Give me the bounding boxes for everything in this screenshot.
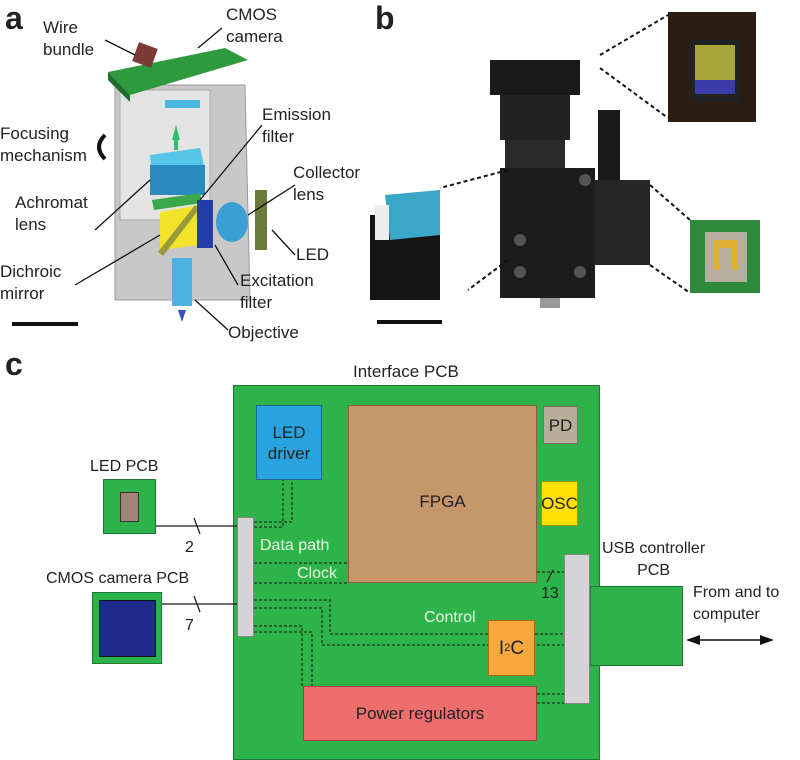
usb-connector xyxy=(564,554,590,704)
bus-width-cmos: 7 xyxy=(185,617,194,634)
excitation-filter xyxy=(197,200,213,248)
cmos-camera-pcb-label: CMOS camera PCB xyxy=(46,570,190,587)
led-pcb-board xyxy=(103,479,156,534)
led-board-photo xyxy=(690,220,760,293)
collector-lens xyxy=(216,202,248,242)
left-connector xyxy=(237,517,254,637)
achromat-lens xyxy=(150,165,205,195)
emission-filter xyxy=(152,193,202,210)
cmos-camera-board xyxy=(108,48,248,95)
bidirectional-arrow xyxy=(686,635,774,645)
osc-block: OSC xyxy=(541,481,578,526)
cmos-camera-pcb-board xyxy=(92,592,162,664)
usb-controller-pcb-board xyxy=(590,586,683,666)
panel-label-c: c xyxy=(5,346,23,382)
data-path-label: Data path xyxy=(260,537,330,554)
interface-pcb-label: Interface PCB xyxy=(353,362,459,381)
clock-label: Clock xyxy=(297,565,338,582)
panel-label-b: b xyxy=(375,0,395,36)
led-chip xyxy=(120,491,139,522)
pd-block: PD xyxy=(543,406,578,444)
control-label: Control xyxy=(424,609,476,626)
zoom-dotted-lines xyxy=(439,14,691,294)
dichroic-mirror xyxy=(158,205,200,256)
label-led: LED xyxy=(296,245,330,264)
label-objective: Objective xyxy=(228,323,299,342)
objective xyxy=(172,258,192,306)
power-regulators-block: Power regulators xyxy=(303,686,537,741)
fpga-block: FPGA xyxy=(348,405,537,583)
cmos-sensor-photo xyxy=(668,12,756,122)
panel-ab-illustration xyxy=(12,12,760,331)
bus-width-usb: 13 xyxy=(541,585,559,602)
miniscope-photo xyxy=(490,60,650,308)
led-pcb-label: LED PCB xyxy=(90,458,159,475)
panel-label-a: a xyxy=(5,0,23,36)
wire-bundle xyxy=(132,42,158,68)
bus-width-led: 2 xyxy=(185,539,194,556)
panel-a-leader-lines xyxy=(74,27,296,331)
filter-cube-photo xyxy=(370,190,440,300)
cmos-sensor xyxy=(98,599,156,657)
